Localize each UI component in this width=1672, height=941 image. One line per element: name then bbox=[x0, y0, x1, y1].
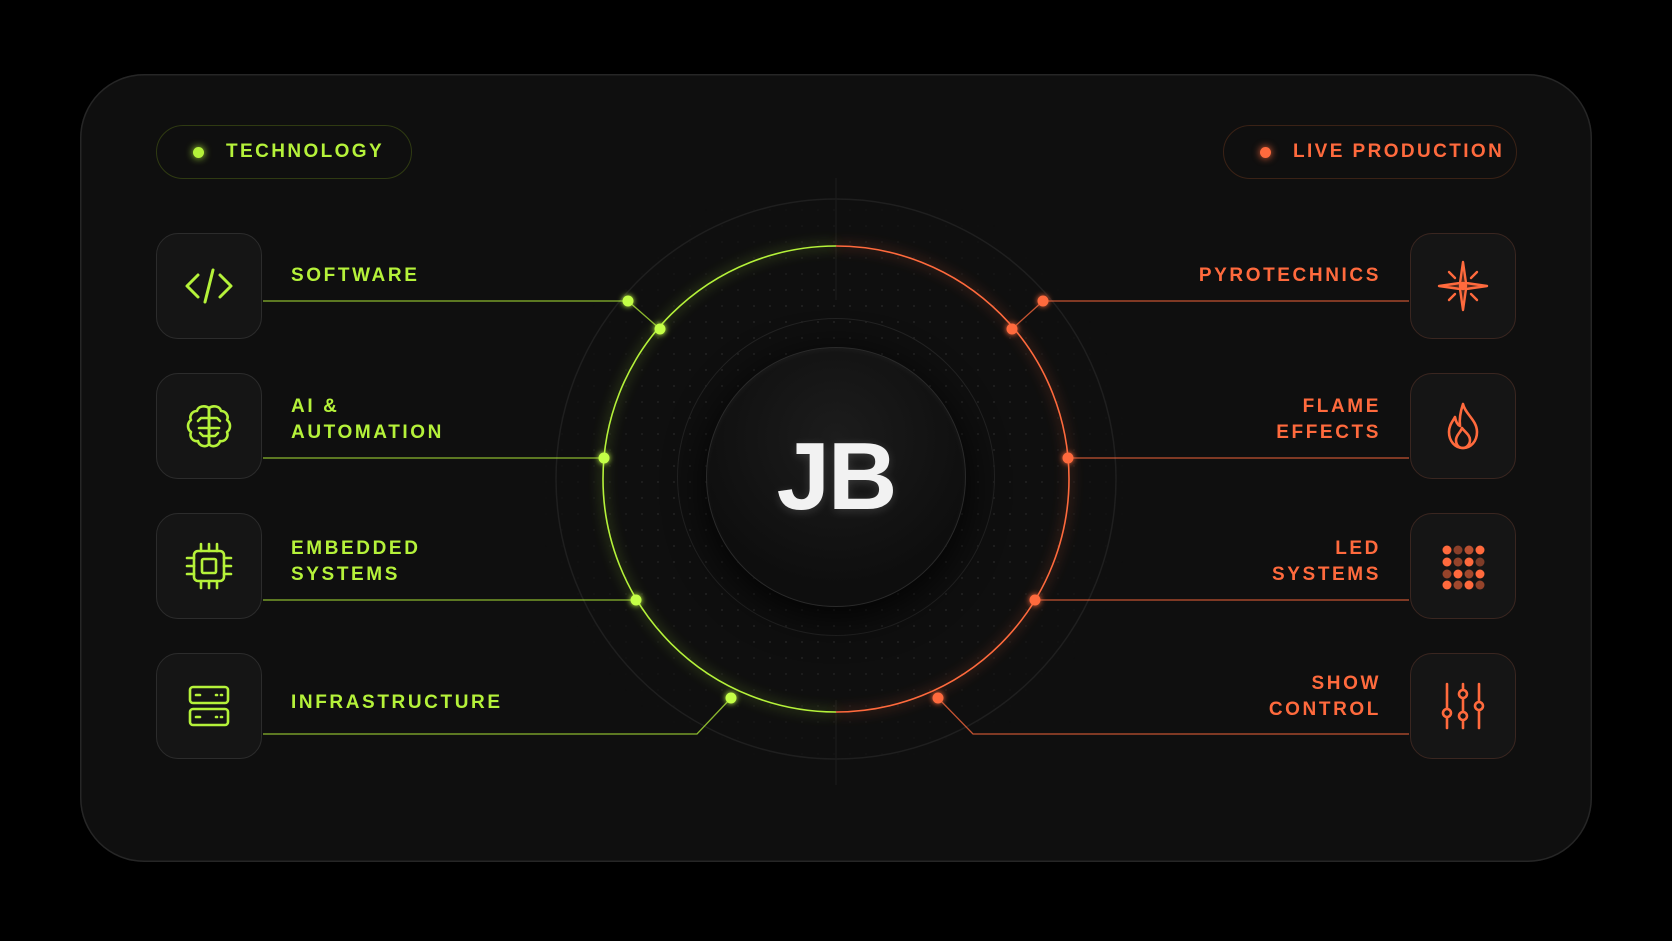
embedded-systems-tile bbox=[156, 513, 262, 619]
code-icon bbox=[185, 268, 233, 304]
center-monogram: JB bbox=[776, 423, 898, 530]
show-control-label-line2: CONTROL bbox=[1268, 699, 1381, 720]
ai-automation-label-line1: AI & bbox=[291, 396, 340, 417]
led-systems-label: LED SYSTEMS bbox=[1272, 536, 1381, 588]
brain-icon bbox=[186, 405, 232, 448]
sliders-icon bbox=[1441, 682, 1485, 730]
technology-pill: TECHNOLOGY bbox=[156, 125, 412, 179]
led-grid-icon bbox=[1442, 545, 1485, 590]
software-label: SOFTWARE bbox=[291, 263, 419, 289]
pyrotechnics-tile bbox=[1410, 233, 1516, 339]
show-control-label: SHOW CONTROL bbox=[1269, 671, 1381, 723]
flame-effects-label-line2: EFFECTS bbox=[1276, 422, 1381, 443]
embedded-systems-label-line2: SYSTEMS bbox=[291, 564, 400, 585]
ai-automation-label: AI & AUTOMATION bbox=[291, 394, 444, 446]
flame-effects-tile bbox=[1410, 373, 1516, 479]
software-tile bbox=[156, 233, 262, 339]
show-control-tile bbox=[1410, 653, 1516, 759]
technology-dot-icon bbox=[193, 146, 204, 158]
embedded-systems-label: EMBEDDED SYSTEMS bbox=[291, 536, 421, 588]
led-systems-label-line1: LED bbox=[1335, 538, 1381, 559]
pyrotechnics-label: PYROTECHNICS bbox=[1199, 263, 1381, 289]
flame-effects-label-line1: FLAME bbox=[1302, 396, 1381, 417]
ai-automation-tile bbox=[156, 373, 262, 479]
server-icon bbox=[188, 685, 230, 727]
flame-icon bbox=[1447, 402, 1479, 450]
flame-effects-label: FLAME EFFECTS bbox=[1276, 394, 1381, 446]
led-systems-label-line2: SYSTEMS bbox=[1272, 564, 1381, 585]
live-production-pill: LIVE PRODUCTION bbox=[1223, 125, 1517, 179]
chip-icon bbox=[185, 542, 233, 590]
embedded-systems-label-line1: EMBEDDED bbox=[291, 538, 421, 559]
led-systems-tile bbox=[1410, 513, 1516, 619]
infrastructure-label: INFRASTRUCTURE bbox=[291, 690, 503, 716]
technology-title: TECHNOLOGY bbox=[226, 141, 385, 162]
ai-automation-label-line2: AUTOMATION bbox=[291, 422, 445, 443]
infrastructure-tile bbox=[156, 653, 262, 759]
pyrotechnics-label-text: PYROTECHNICS bbox=[1198, 265, 1381, 286]
center-outer-ring bbox=[677, 318, 995, 636]
live-production-dot-icon bbox=[1260, 146, 1271, 158]
show-control-label-line1: SHOW bbox=[1311, 673, 1381, 694]
center-badge: JB bbox=[706, 347, 966, 607]
spark-icon bbox=[1437, 260, 1489, 312]
live-production-title: LIVE PRODUCTION bbox=[1293, 141, 1505, 162]
infrastructure-label-text: INFRASTRUCTURE bbox=[291, 692, 503, 713]
software-label-text: SOFTWARE bbox=[291, 265, 420, 286]
